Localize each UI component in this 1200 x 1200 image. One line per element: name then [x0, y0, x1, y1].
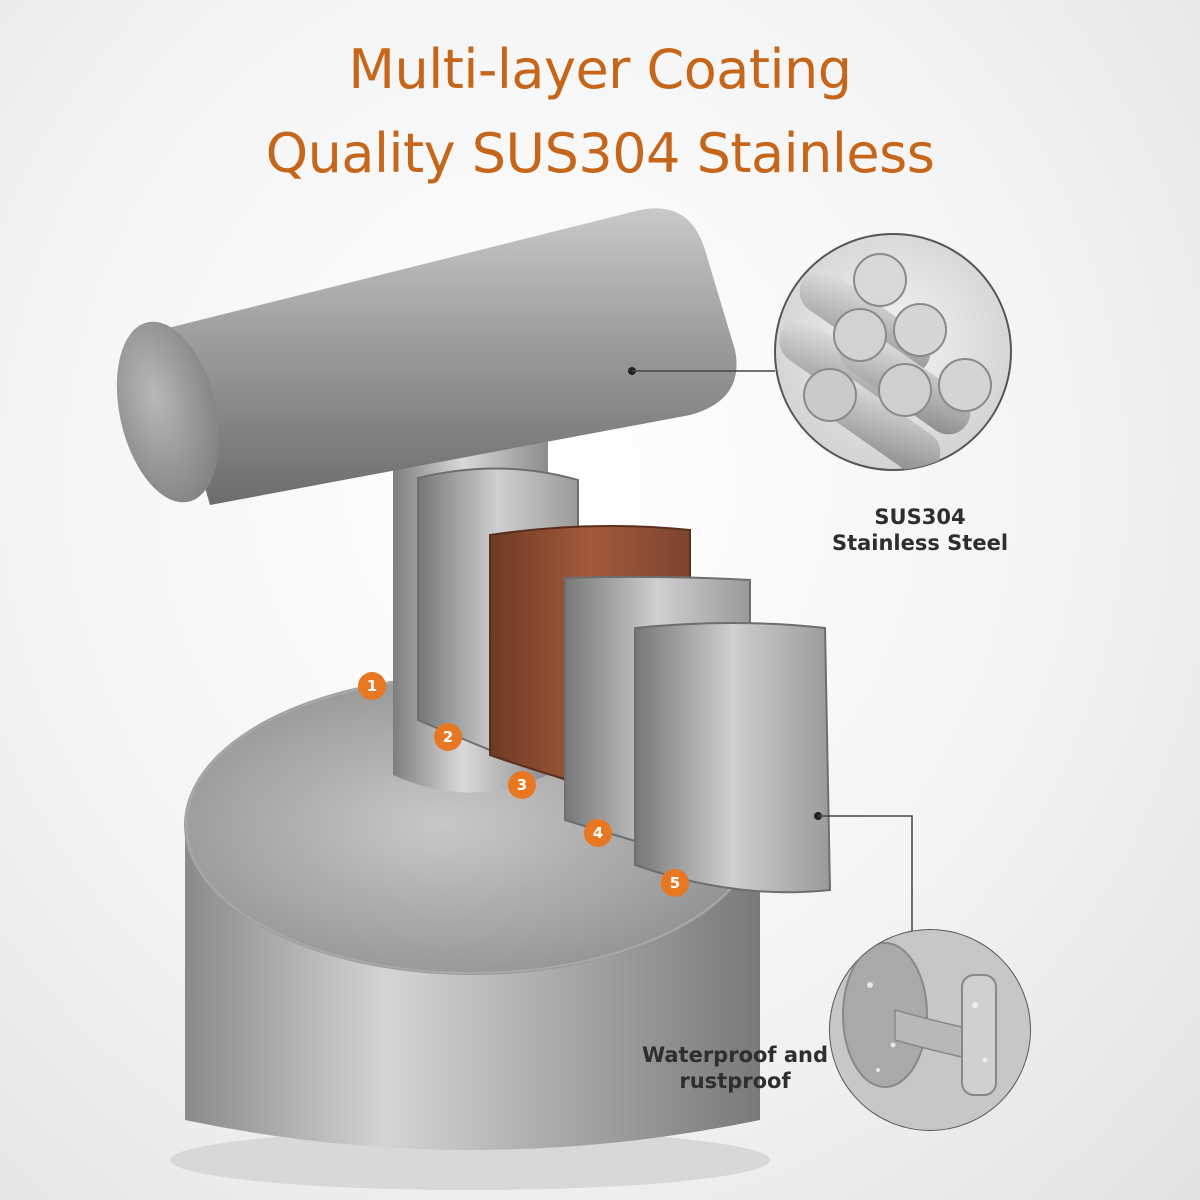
- hook-bar: [160, 208, 737, 506]
- steel-caption-line-1: SUS304: [874, 505, 966, 529]
- base-shadow: [170, 1130, 770, 1190]
- waterproof-caption: Waterproof and rustproof: [620, 1042, 850, 1094]
- layer-badge-4: 4: [584, 819, 612, 847]
- leader-line-steel: [628, 367, 775, 375]
- hook-bar-end: [116, 321, 220, 503]
- svg-text:5: 5: [670, 874, 680, 892]
- svg-text:1: 1: [367, 677, 377, 695]
- svg-text:4: 4: [593, 824, 603, 842]
- headline-line-2: Quality SUS304 Stainless: [265, 122, 935, 185]
- layer-badge-3: 3: [508, 771, 536, 799]
- layer-badge-5: 5: [661, 869, 689, 897]
- wet-hook-icon: [829, 929, 1031, 1131]
- svg-text:3: 3: [517, 776, 527, 794]
- headline-line-1: Multi-layer Coating: [348, 38, 852, 101]
- layer-badge-1: 1: [358, 672, 386, 700]
- leader-line-waterproof: [814, 812, 913, 945]
- stainless-rods-icon: [774, 233, 1012, 471]
- layer-shell-5: [634, 622, 832, 894]
- waterproof-caption-line-2: rustproof: [679, 1069, 791, 1093]
- waterproof-caption-line-1: Waterproof and: [641, 1043, 829, 1067]
- steel-caption: SUS304 Stainless Steel: [800, 504, 1040, 556]
- steel-caption-line-2: Stainless Steel: [831, 531, 1009, 555]
- headline: Multi-layer Coating Quality SUS304 Stain…: [0, 28, 1200, 196]
- svg-text:2: 2: [443, 728, 453, 746]
- layer-badge-2: 2: [434, 723, 462, 751]
